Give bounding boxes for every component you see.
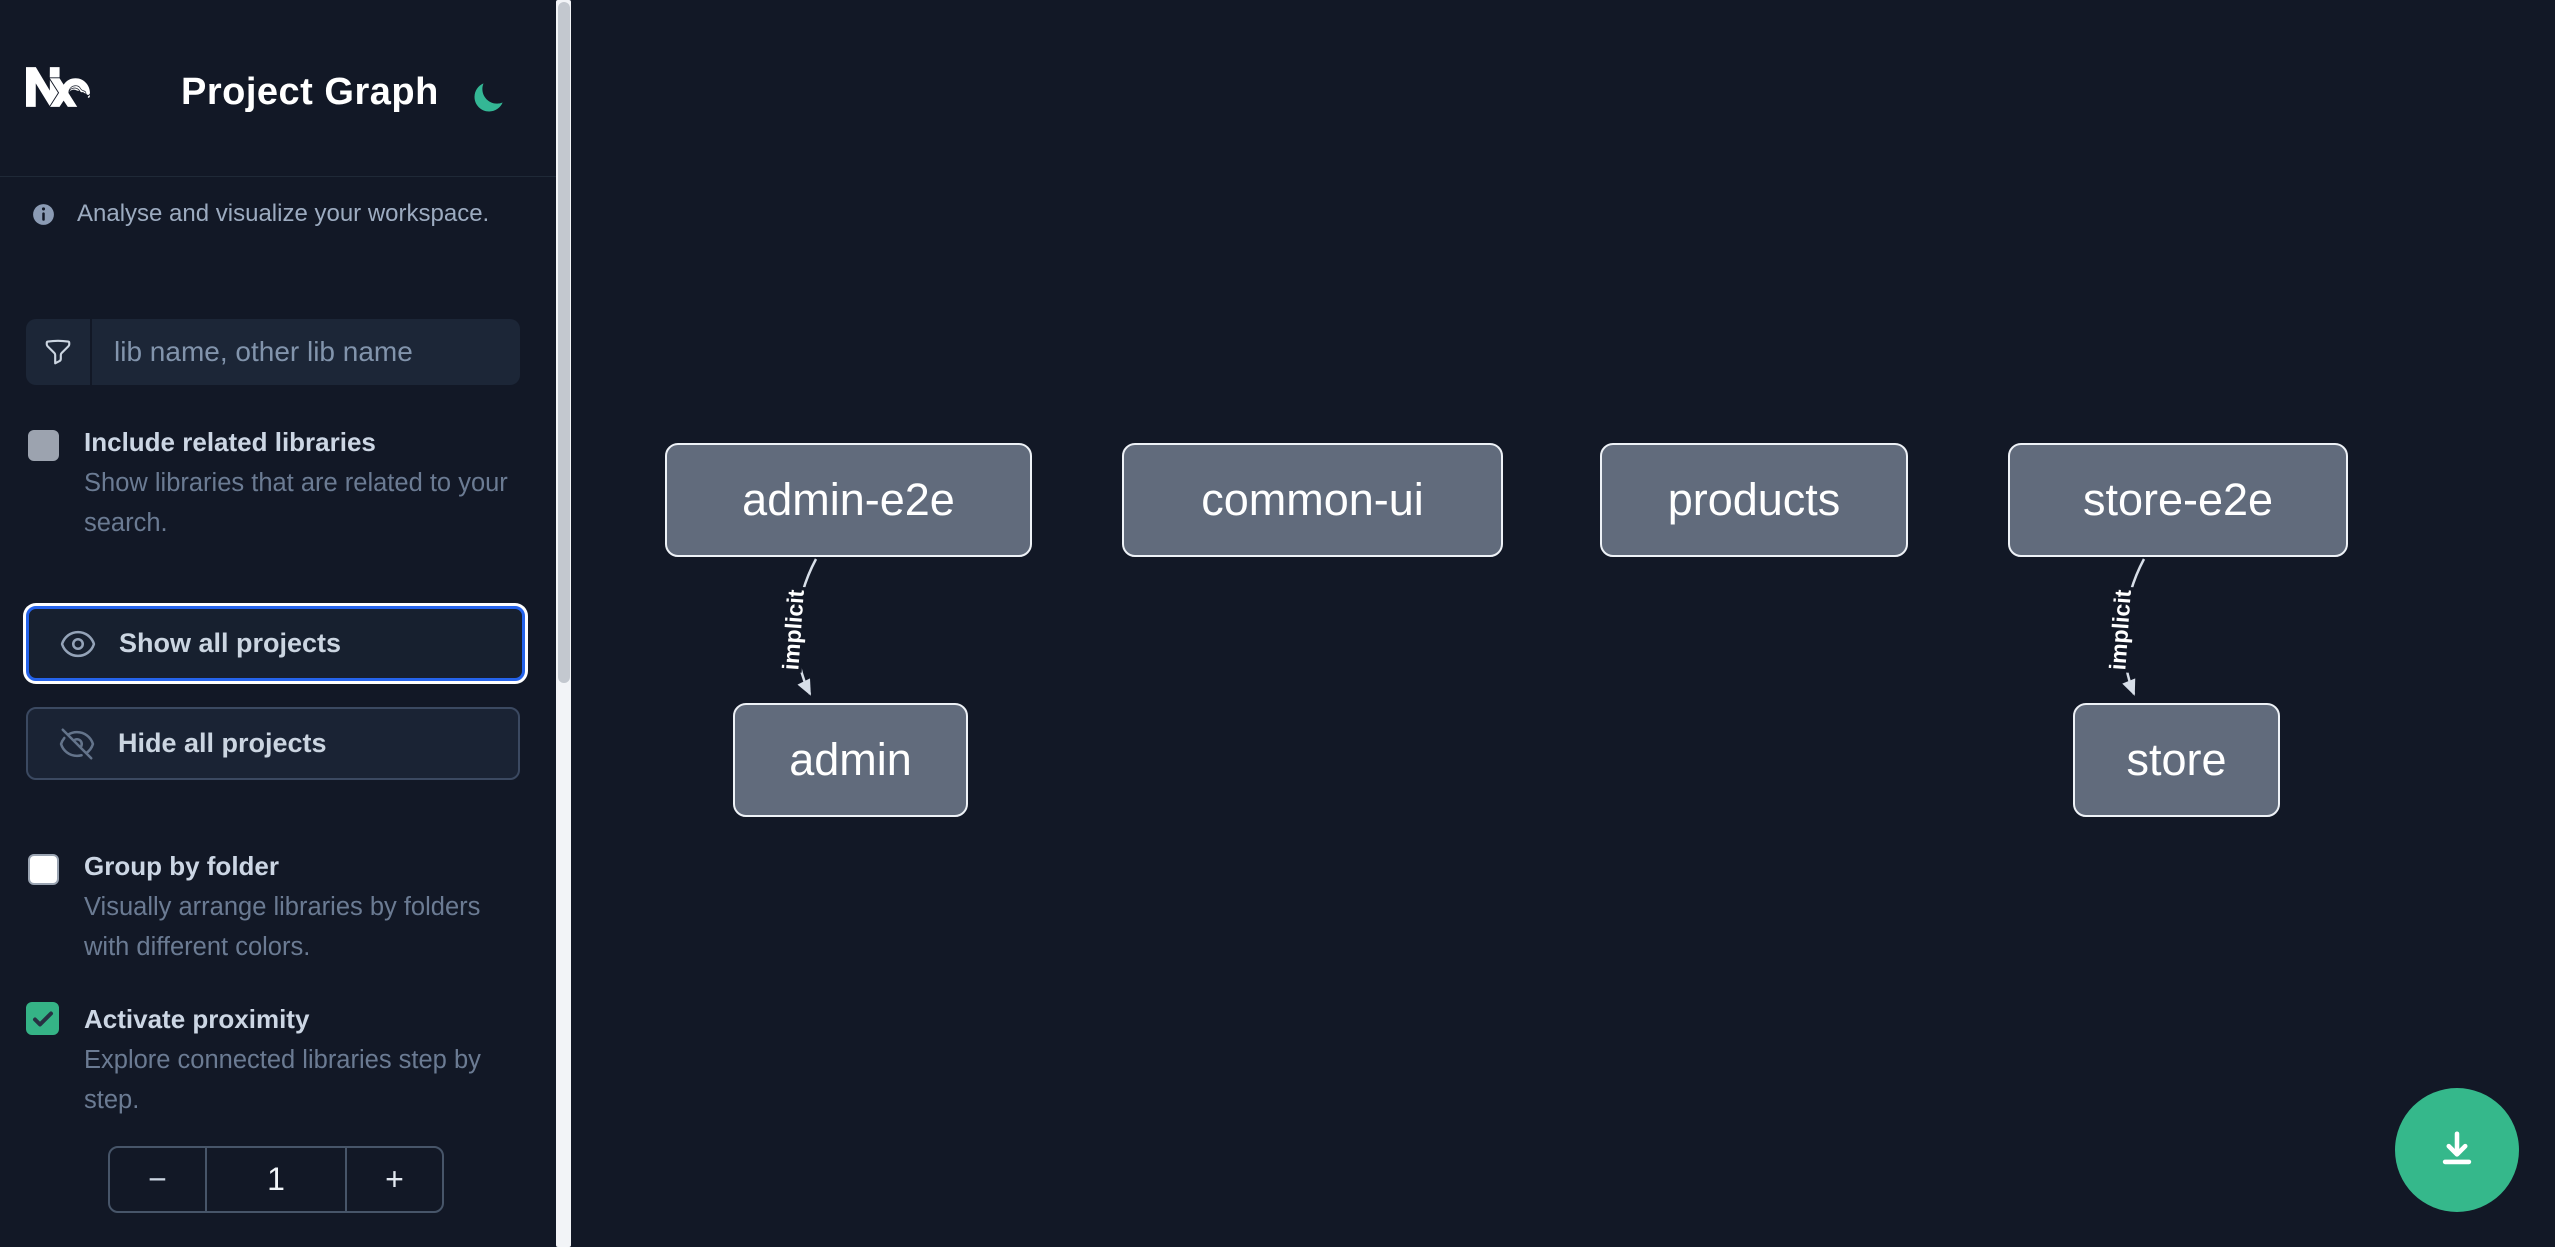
filter-search-box bbox=[26, 319, 520, 385]
stepper-value: 1 bbox=[267, 1161, 285, 1197]
graph-node-products[interactable]: products bbox=[1600, 443, 1908, 557]
download-graph-button[interactable] bbox=[2395, 1088, 2519, 1212]
search-input[interactable] bbox=[92, 319, 520, 385]
graph-node-store[interactable]: store bbox=[2073, 703, 2280, 817]
proximity-depth-stepper: − 1 + bbox=[108, 1146, 444, 1213]
check-icon bbox=[32, 1011, 53, 1026]
graph-node-admin-e2e[interactable]: admin-e2e bbox=[665, 443, 1032, 557]
sidebar-scrollbar-thumb[interactable] bbox=[557, 2, 570, 683]
download-icon bbox=[2442, 1131, 2472, 1165]
hide-all-projects-label: Hide all projects bbox=[118, 728, 327, 758]
project-graph-canvas[interactable] bbox=[576, 0, 2555, 1247]
increment-button[interactable]: + bbox=[345, 1148, 442, 1211]
show-all-projects-button[interactable]: Show all projects bbox=[26, 606, 525, 681]
nx-logo-icon bbox=[26, 67, 91, 107]
group-by-folder-checkbox[interactable] bbox=[28, 854, 59, 885]
option-description: Show libraries that are related to your … bbox=[84, 469, 508, 538]
option-label: Group by folder bbox=[84, 851, 279, 881]
include-related-libraries-checkbox[interactable] bbox=[28, 430, 59, 461]
sidebar-scrollbar-track[interactable] bbox=[556, 0, 571, 1247]
eye-icon bbox=[60, 630, 96, 657]
graph-node-common-ui[interactable]: common-ui bbox=[1122, 443, 1503, 557]
sidebar-header: Project Graph bbox=[0, 0, 556, 177]
theme-toggle-moon-icon[interactable] bbox=[468, 79, 508, 119]
info-icon bbox=[33, 203, 54, 225]
workspace-tagline: Analyse and visualize your workspace. bbox=[77, 200, 490, 227]
option-label: Include related libraries bbox=[84, 427, 376, 457]
option-label: Activate proximity bbox=[84, 1004, 310, 1034]
page-title: Project Graph bbox=[181, 71, 439, 113]
option-description: Visually arrange libraries by folders wi… bbox=[84, 893, 481, 962]
eye-slash-icon bbox=[59, 727, 95, 760]
workspace-tagline-row: Analyse and visualize your workspace. bbox=[31, 200, 489, 228]
hide-all-projects-button[interactable]: Hide all projects bbox=[26, 707, 520, 780]
option-description: Explore connected libraries step by step… bbox=[84, 1046, 481, 1115]
decrement-button[interactable]: − bbox=[110, 1148, 207, 1211]
filter-funnel-icon bbox=[26, 319, 92, 385]
graph-node-store-e2e[interactable]: store-e2e bbox=[2008, 443, 2348, 557]
activate-proximity-checkbox[interactable] bbox=[26, 1002, 59, 1035]
sidebar: Project Graph Analyse and visualize your… bbox=[0, 0, 576, 1247]
graph-node-admin[interactable]: admin bbox=[733, 703, 968, 817]
show-all-projects-label: Show all projects bbox=[119, 628, 342, 658]
